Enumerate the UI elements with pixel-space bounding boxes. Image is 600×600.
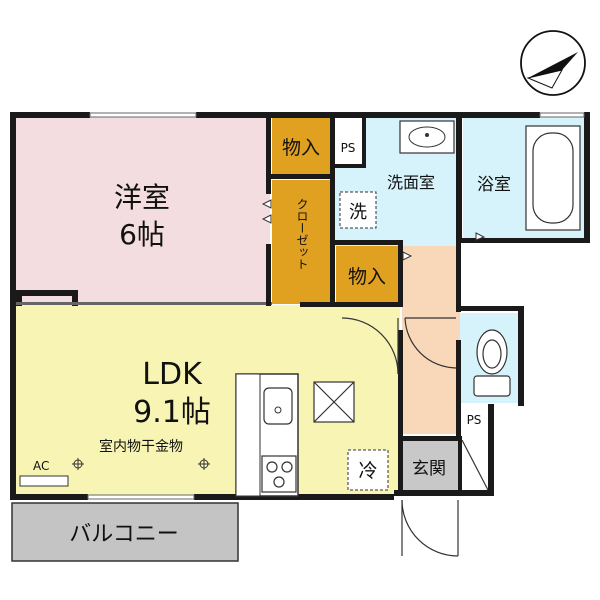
kitchen-sink-icon — [263, 387, 293, 425]
stove-icon — [261, 455, 297, 493]
door-swings — [341, 317, 489, 557]
sink-icon — [399, 120, 455, 154]
bathtub-icon — [525, 125, 581, 231]
air-conditioner-label: AC — [33, 459, 49, 473]
closet-top-label: 物入 — [282, 137, 320, 159]
closet-mid-label: 物入 — [348, 266, 386, 288]
air-conditioner: AC — [19, 459, 69, 487]
entrance-label: 玄関 — [412, 459, 446, 479]
laundry-space: 洗 — [339, 191, 377, 229]
fridge-space: 冷 — [347, 449, 389, 491]
western-room-name: 洋室 — [114, 181, 170, 214]
pipe-space-2-fill — [460, 403, 488, 433]
bathroom-label: 浴室 — [477, 175, 511, 195]
crosshair-icon — [72, 458, 210, 470]
pipe-space-2-label: PS — [467, 413, 482, 427]
hallway-fill — [402, 246, 460, 434]
door-markers — [261, 199, 486, 261]
ventilation-fan-icon — [313, 381, 355, 423]
closet-top-fill — [272, 117, 330, 175]
pipe-space-1-label: PS — [341, 141, 356, 155]
windows — [87, 112, 585, 500]
closet-mid-fill — [336, 246, 398, 304]
washroom-label: 洗面室 — [387, 173, 435, 192]
fridge-mark: 冷 — [358, 460, 377, 482]
western-room-fill — [15, 117, 270, 305]
compass-north-icon — [520, 30, 586, 96]
pipe-space-1-fill — [334, 117, 364, 167]
entrance-fill — [402, 440, 458, 492]
walk-closet-label: クローゼット — [295, 198, 309, 270]
walk-closet-fill — [272, 180, 332, 304]
drying-rack: 室内物干金物 — [72, 438, 210, 470]
walls — [10, 112, 590, 500]
ldk-size: 9.1帖 — [133, 395, 211, 430]
western-room-size: 6帖 — [119, 218, 165, 251]
toilet-icon — [473, 329, 511, 397]
balcony-fill — [11, 502, 239, 562]
ldk-name: LDK — [142, 357, 203, 392]
drying-rack-label: 室内物干金物 — [99, 438, 183, 455]
balcony-label: バルコニー — [69, 522, 179, 547]
kitchen-counter — [235, 373, 299, 497]
laundry-mark: 洗 — [349, 202, 367, 223]
